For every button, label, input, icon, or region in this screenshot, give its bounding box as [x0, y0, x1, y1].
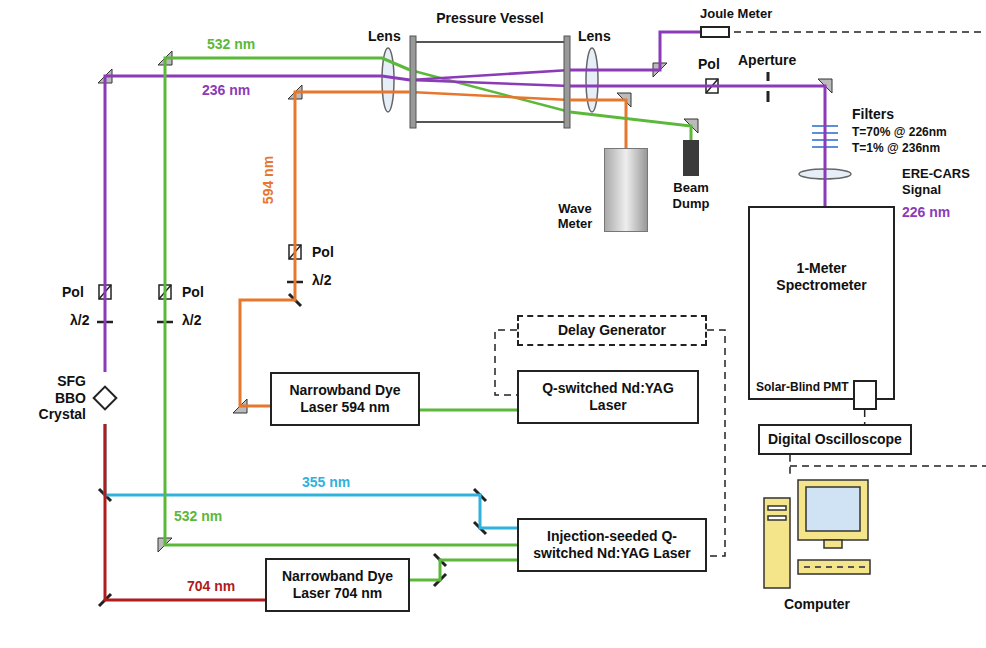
pressure-vessel: Pressure Vessel: [410, 10, 570, 130]
laser-beam: [570, 112, 691, 140]
trigger-cable: [495, 330, 517, 395]
trigger-cable: [789, 455, 791, 476]
beam-label: 704 nm: [185, 578, 237, 594]
annotation-label: ERE-CARS Signal: [900, 166, 984, 198]
drive-slot: [768, 516, 786, 520]
computer: Computer: [762, 476, 872, 613]
node-label: Digital Oscilloscope: [768, 431, 902, 448]
vessel-wall: [416, 41, 564, 43]
annotation-label: 532 nm: [172, 508, 224, 524]
bbo-crystal: [92, 385, 117, 410]
monitor-stand: [824, 540, 842, 548]
monitor: [798, 480, 868, 540]
laser-beam: [105, 424, 517, 528]
beam-dump: Beam Dump: [668, 140, 714, 211]
annotation-label: λ/2: [68, 312, 91, 328]
polarizer: [99, 79, 718, 299]
crystal-mount: [90, 372, 120, 424]
node-label: Beam Dump: [668, 180, 714, 211]
key-row: [826, 566, 832, 568]
beam-label: 236 nm: [200, 82, 252, 98]
key-row: [804, 566, 810, 568]
detector-head: [700, 26, 730, 38]
beam-label: 355 nm: [300, 474, 352, 490]
wavemeter-body: [604, 148, 648, 232]
drive-slot: [768, 506, 786, 510]
vessel-window: [564, 36, 570, 128]
key-row: [837, 566, 843, 568]
sfg-crystal: SFG BBO Crystal: [30, 372, 120, 424]
annotation-label: Lens: [366, 28, 403, 44]
pmt-housing: [853, 380, 877, 410]
dump-block: [683, 140, 699, 176]
computer-icon: [762, 476, 872, 594]
beam-crossing: [410, 70, 570, 112]
laser-beam: [240, 92, 410, 406]
annotation-label: Pol: [310, 244, 336, 260]
dye-laser: Narrowband Dye Laser 704 nm: [265, 558, 410, 612]
dye-laser: Narrowband Dye Laser 594 nm: [270, 372, 420, 426]
laser-beam: [410, 560, 517, 580]
delay-generator: Delay Generator: [517, 315, 707, 346]
annotation-label: λ/2: [180, 312, 203, 328]
laser-beam: [420, 409, 517, 412]
nd-yag-laser: Q-switched Nd:YAG Laser: [517, 370, 699, 424]
node-label: 1-Meter Spectrometer: [756, 260, 887, 294]
node-label: Joule Meter: [700, 6, 772, 22]
key-row: [848, 566, 854, 568]
laser-beam: [105, 424, 265, 600]
key-row: [859, 566, 865, 568]
wave-meter: Wave Meter: [552, 148, 648, 232]
vessel-window: [410, 36, 416, 128]
spectrometer: 1-Meter SpectrometerSolar-Blind PMT: [748, 206, 895, 400]
annotation-label: λ/2: [310, 272, 333, 288]
signal-cable: [790, 465, 986, 467]
signal-cable: [734, 31, 986, 33]
laser-beam: [570, 100, 626, 148]
node-label: Pressure Vessel: [410, 10, 570, 27]
annotation-label: Pol: [60, 284, 86, 300]
laser-beam: [165, 58, 517, 545]
annotation-label: T=70% @ 226nm: [850, 124, 949, 140]
node-label: Q-switched Nd:YAG Laser: [525, 380, 691, 414]
trigger-cable: [864, 410, 866, 424]
node-label: SFG BBO Crystal: [30, 373, 86, 423]
oscilloscope: Digital Oscilloscope: [758, 424, 912, 455]
vessel-wall: [416, 121, 564, 123]
node-label: Wave Meter: [552, 201, 598, 232]
node-label: Narrowband Dye Laser 704 nm: [273, 568, 402, 602]
annotation-label: 226 nm: [900, 204, 952, 220]
laser-beam: [105, 76, 410, 372]
beam-label: 594 nm: [260, 154, 276, 206]
key-row: [815, 566, 821, 568]
annotation-label: Aperture: [736, 52, 798, 68]
keyboard: [798, 560, 870, 574]
node-label: Delay Generator: [525, 322, 699, 339]
trigger-cable: [707, 330, 725, 556]
annotation-label: Pol: [180, 284, 206, 300]
annotation-label: Pol: [696, 56, 722, 72]
node-label: Injection-seeded Q-switched Nd:YAG Laser: [525, 528, 699, 562]
computer-icon: [762, 476, 872, 594]
joule-meter: Joule Meter: [700, 6, 772, 38]
pc-tower: [764, 498, 790, 588]
mirror: [98, 51, 832, 552]
lens: [586, 48, 598, 112]
annotation-label: T=1% @ 236nm: [850, 140, 942, 156]
node-label: Narrowband Dye Laser 594 nm: [278, 382, 412, 416]
node-label: Solar-Blind PMT: [756, 380, 849, 394]
nd-yag-laser: Injection-seeded Q-switched Nd:YAG Laser: [517, 518, 707, 572]
node-label: Computer: [784, 596, 850, 613]
pmt-detector: Solar-Blind PMT: [756, 380, 877, 410]
screen: [806, 487, 860, 531]
annotation-label: Lens: [576, 28, 613, 44]
annotation-label: Filters: [850, 106, 896, 122]
beam-label: 532 nm: [205, 36, 257, 52]
